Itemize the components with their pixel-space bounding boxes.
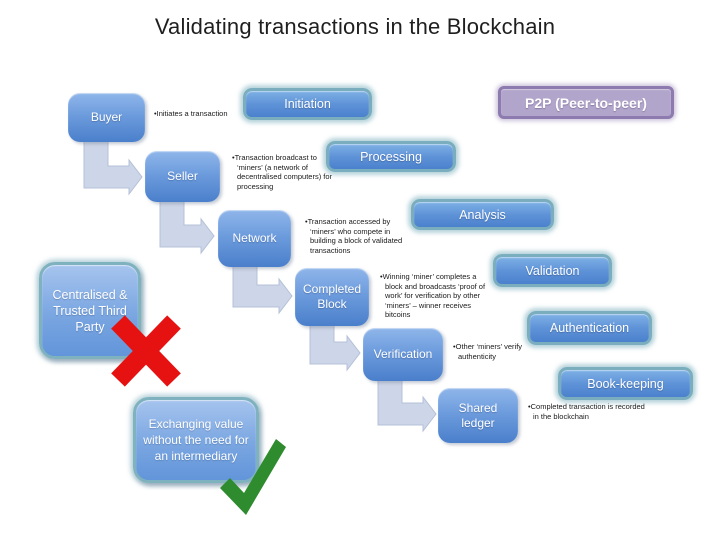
flow-node-label: Shared ledger <box>458 400 498 430</box>
flow-node-seller: Seller <box>145 151 220 202</box>
elbow-arrow-buyer-seller <box>83 137 143 196</box>
flow-node-verification: Verification <box>363 328 443 381</box>
stage-authentication: Authentication <box>527 311 652 345</box>
flow-node-network: Network <box>218 210 291 267</box>
flow-note-shared-ledger: •Completed transaction is recorded in th… <box>528 402 645 421</box>
flow-note-completed-block: •Winning ‘miner’ completes a block and b… <box>380 272 486 319</box>
callout-centralised-third-party: Centralised & Trusted Third Party <box>39 262 141 359</box>
flow-node-completed-block: Completed Block <box>295 268 369 326</box>
stage-initiation: Initiation <box>243 88 372 120</box>
callout-label: Centralised & Trusted Third Party <box>52 287 128 334</box>
red-cross-icon <box>111 315 181 387</box>
stage-book-keeping: Book-keeping <box>558 367 693 400</box>
elbow-arrow-completedblock-verification <box>309 321 361 372</box>
diagram-title: Validating transactions in the Blockchai… <box>154 14 556 39</box>
stage-label: Authentication <box>549 321 630 335</box>
callout-exchange-without-intermediary: Exchanging value without the need for an… <box>133 397 259 483</box>
callout-label: Exchanging value without the need for an… <box>143 417 249 463</box>
elbow-arrow-seller-network <box>159 197 215 255</box>
stage-validation: Validation <box>493 254 612 287</box>
flow-node-label: Seller <box>167 169 198 183</box>
elbow-arrow-network-completedblock <box>232 261 293 315</box>
p2p-badge: P2P (Peer-to-peer) <box>498 86 674 119</box>
flow-node-shared-ledger: Shared ledger <box>438 388 518 443</box>
flow-node-label: Verification <box>373 347 433 361</box>
stage-processing: Processing <box>326 141 456 172</box>
flow-note-network: •Transaction accessed by ‘miners’ who co… <box>305 217 403 255</box>
elbow-arrow-verification-sharedledger <box>377 377 437 433</box>
flow-node-label: Buyer <box>90 110 123 124</box>
p2p-label: P2P (Peer-to-peer) <box>525 94 647 111</box>
flow-node-label: Completed Block <box>302 282 362 311</box>
stage-label: Analysis <box>459 207 506 222</box>
stage-label: Book-keeping <box>587 376 664 391</box>
stage-label: Validation <box>525 263 580 278</box>
stage-analysis: Analysis <box>411 199 554 230</box>
flow-note-seller: •Transaction broadcast to ‘miners’ (a ne… <box>232 153 333 191</box>
flow-note-buyer: •Initiates a transaction <box>154 109 228 118</box>
green-check-icon <box>220 439 286 515</box>
flow-node-buyer: Buyer <box>68 93 145 142</box>
stage-label: Processing <box>360 149 422 164</box>
stage-label: Initiation <box>284 97 331 111</box>
flow-node-label: Network <box>232 231 277 245</box>
flow-note-verification: •Other ‘miners’ verify authenticity <box>453 342 523 361</box>
